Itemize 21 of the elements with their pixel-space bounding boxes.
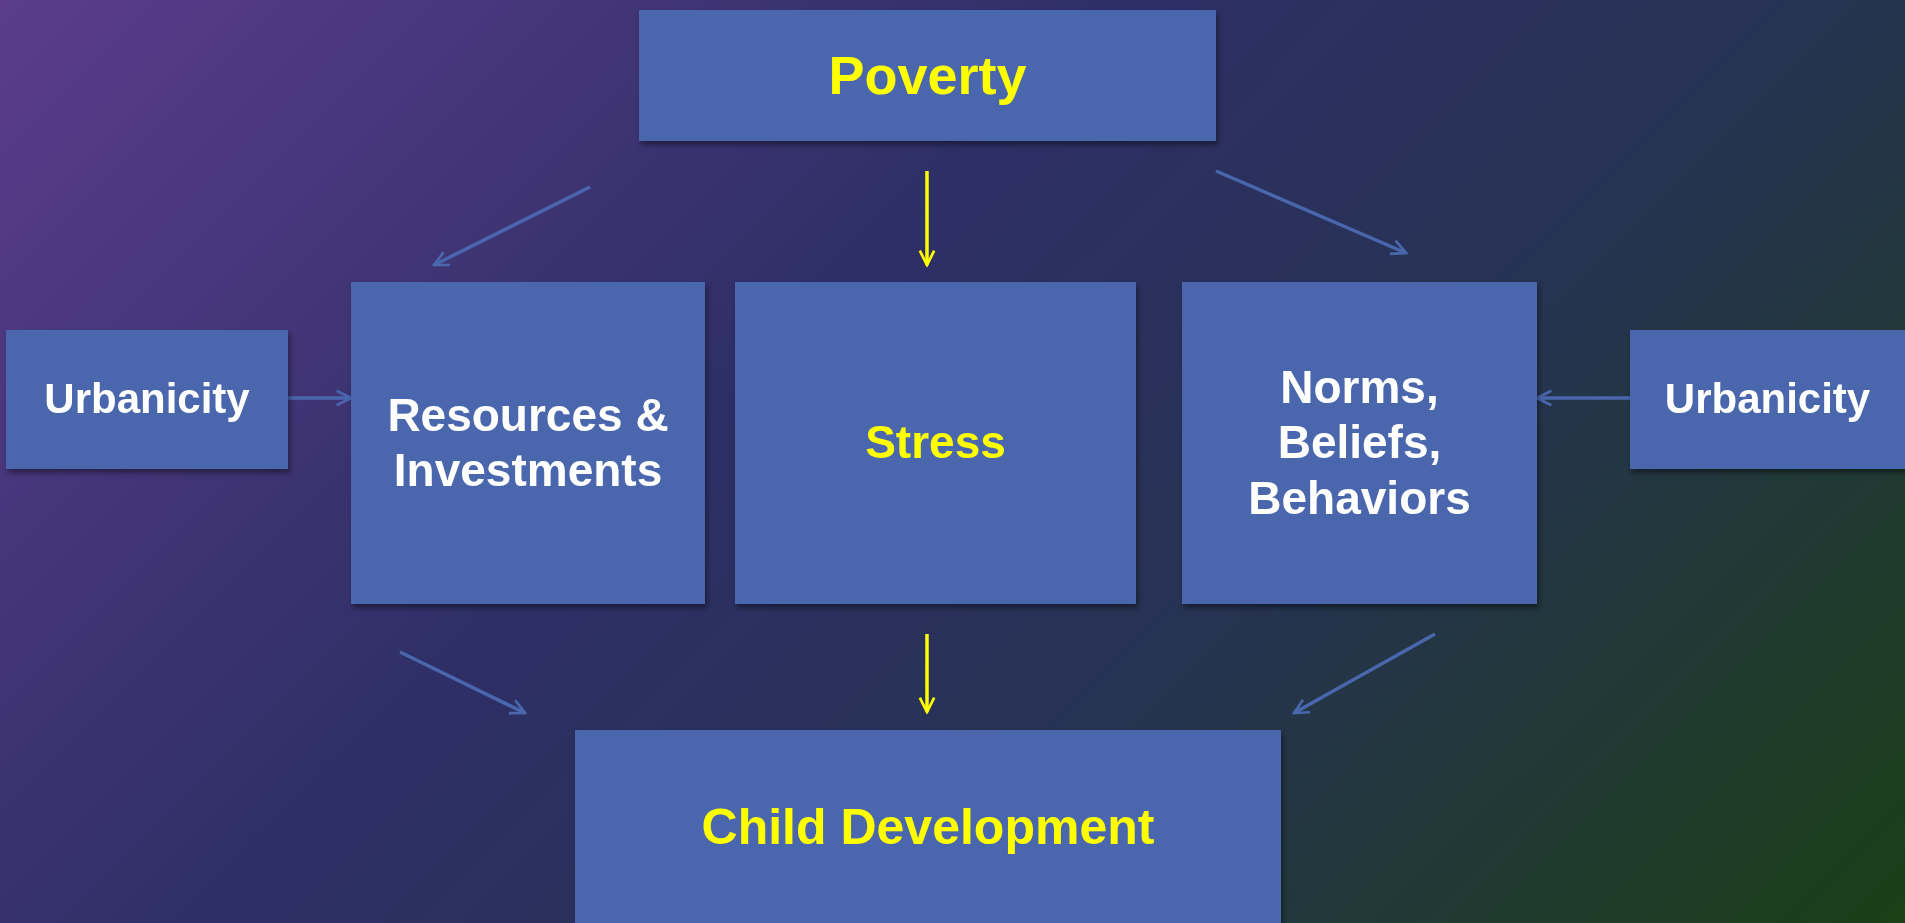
- concept-box: [575, 730, 1281, 923]
- box-label: Urbanicity: [44, 374, 250, 425]
- arrow: [918, 634, 936, 714]
- box-label: Norms, Beliefs, Behaviors: [1247, 360, 1472, 526]
- concept-box: [351, 282, 705, 604]
- box-label: Poverty: [828, 44, 1027, 108]
- arrow: [288, 389, 353, 407]
- concept-box: [6, 330, 288, 469]
- arrow: [1215, 169, 1408, 256]
- arrow: [432, 185, 591, 267]
- arrow: [1292, 632, 1436, 715]
- box-label: Urbanicity: [1664, 374, 1871, 425]
- concept-box: [639, 10, 1216, 141]
- arrow: [918, 171, 936, 267]
- concept-box: [735, 282, 1136, 604]
- box-label: Resources & Investments: [386, 387, 670, 498]
- concept-box: [1182, 282, 1537, 604]
- concept-box: [1630, 330, 1905, 469]
- arrow: [399, 650, 527, 715]
- box-label: Child Development: [701, 797, 1155, 857]
- box-label: Stress: [865, 415, 1006, 471]
